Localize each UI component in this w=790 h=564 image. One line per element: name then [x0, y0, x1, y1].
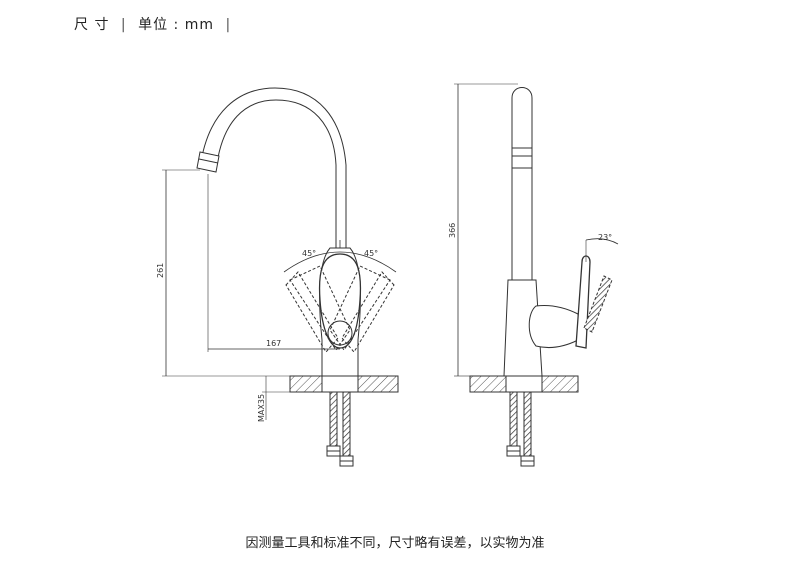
front-spout-tube [199, 87, 347, 249]
header-separator-right: | [225, 17, 232, 33]
side-hose-right [523, 391, 532, 457]
front-handle-rotations [285, 265, 395, 353]
header-unit: 单位 : mm [138, 17, 214, 33]
label-angle-left: 45° [302, 249, 316, 258]
label-handle-tilt: 23° [598, 233, 612, 242]
side-handle-lever [575, 255, 591, 349]
side-handle-mount [528, 305, 579, 349]
header-separator-left: | [120, 17, 127, 33]
front-aerator [196, 151, 220, 173]
side-hose-left [509, 391, 518, 447]
measurement-disclaimer: 因测量工具和标准不同，尺寸略有误差，以实物为准 [245, 536, 545, 551]
front-hose-left [329, 391, 338, 447]
side-spout-tube [511, 87, 533, 281]
front-countertop-hole [321, 375, 359, 393]
label-max-deck: MAX35 [257, 394, 266, 422]
side-view [454, 83, 619, 467]
label-spout-height: 261 [156, 263, 165, 278]
side-aerator [511, 147, 533, 169]
label-total-height: 366 [448, 223, 457, 238]
front-angle-arc [283, 251, 397, 273]
front-hose-right [342, 391, 351, 457]
label-angle-right: 45° [364, 249, 378, 258]
side-countertop-hole [505, 375, 543, 393]
dimensions-header: 尺 寸 | 单位 : mm | [74, 14, 237, 34]
header-title: 尺 寸 [74, 17, 110, 33]
label-spout-reach: 167 [266, 339, 281, 348]
side-faucet-body [503, 279, 543, 377]
front-view [162, 87, 399, 467]
front-handle [318, 253, 362, 349]
side-angle-arc [585, 238, 619, 245]
side-handle-tilted [583, 275, 613, 333]
